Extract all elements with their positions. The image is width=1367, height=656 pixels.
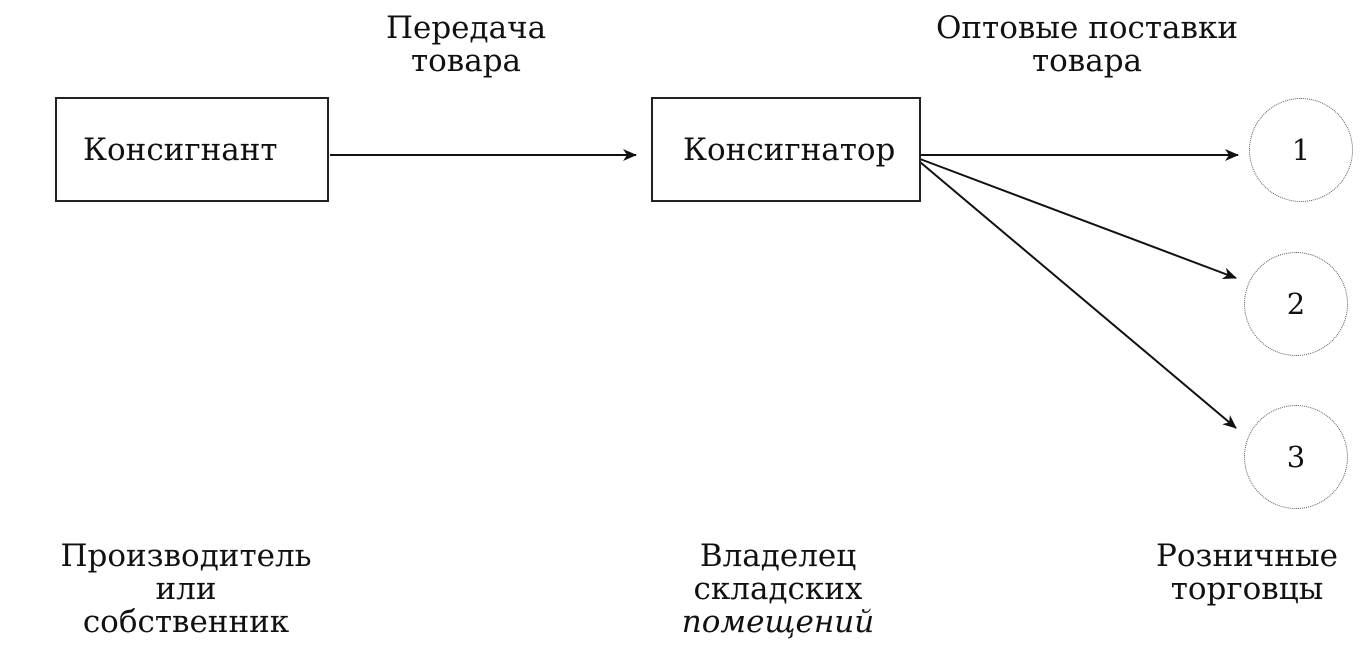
wholesale-label-line-2: товара [1031,43,1143,79]
producer-caption-line-1: Производитель [60,538,312,574]
arrow-consignee-to-retailer-3 [919,161,1237,429]
arrow-consignee-to-retailer-2 [919,158,1237,280]
owner-caption-line-3: помещений [681,604,875,640]
retailers-caption: Розничные торговцы [1137,540,1357,606]
producer-caption-line-2: или [155,571,217,607]
retailers-caption-line-1: Розничные [1156,538,1338,574]
producer-caption-line-3: собственник [82,604,290,640]
consignor-box: Консигнант [55,97,329,202]
retailer-node-1: 1 [1249,98,1353,202]
transfer-label-line-1: Передача [385,10,547,46]
consignor-label: Консигнант [83,131,278,168]
producer-caption: Производитель или собственник [36,540,336,639]
warehouse-owner-caption: Владелец складских помещений [628,540,928,639]
wholesale-label-line-1: Оптовые поставки [935,10,1239,46]
consignee-label: Консигнатор [683,131,896,168]
retailer-2-label: 2 [1286,287,1306,321]
owner-caption-line-1: Владелец [699,538,857,574]
retailers-caption-line-2: торговцы [1170,571,1324,607]
owner-caption-line-2: складских [693,571,863,607]
wholesale-label: Оптовые поставки товара [917,12,1257,78]
retailer-3-label: 3 [1286,440,1306,474]
retailer-1-label: 1 [1291,133,1311,167]
retailer-node-2: 2 [1244,252,1348,356]
transfer-label-line-2: товара [410,43,522,79]
consignee-box: Консигнатор [651,97,921,202]
retailer-node-3: 3 [1244,405,1348,509]
transfer-label: Передача товара [366,12,566,78]
